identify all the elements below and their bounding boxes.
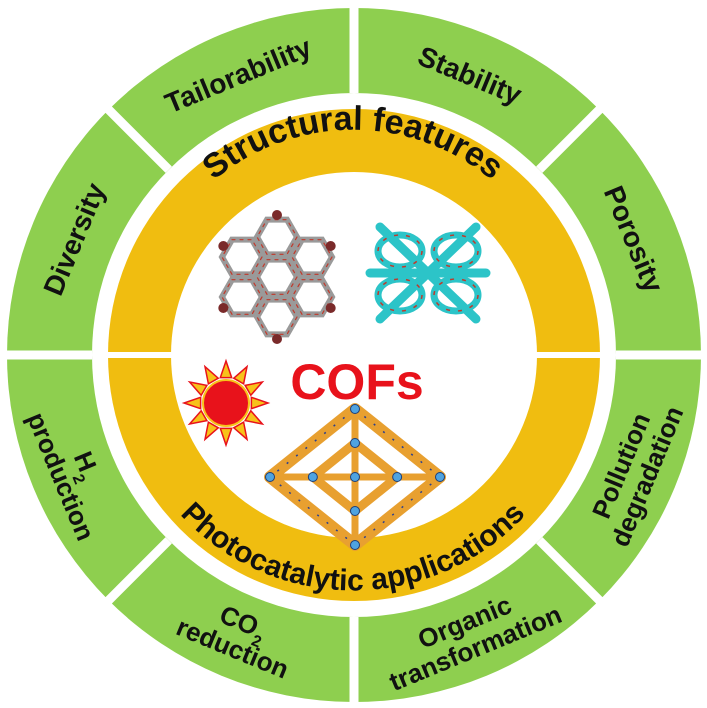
outer-divider xyxy=(104,105,172,173)
cyan-cof-structure xyxy=(365,222,491,324)
outer-divider xyxy=(536,105,604,173)
hexagonal-cof-structure xyxy=(218,210,336,344)
outer-divider xyxy=(104,537,172,605)
cofs-title: COFs xyxy=(290,354,423,410)
sun-icon xyxy=(181,358,271,448)
outer-dividers xyxy=(5,6,703,704)
orange-cof-structure xyxy=(264,403,446,551)
outer-divider xyxy=(536,537,604,605)
